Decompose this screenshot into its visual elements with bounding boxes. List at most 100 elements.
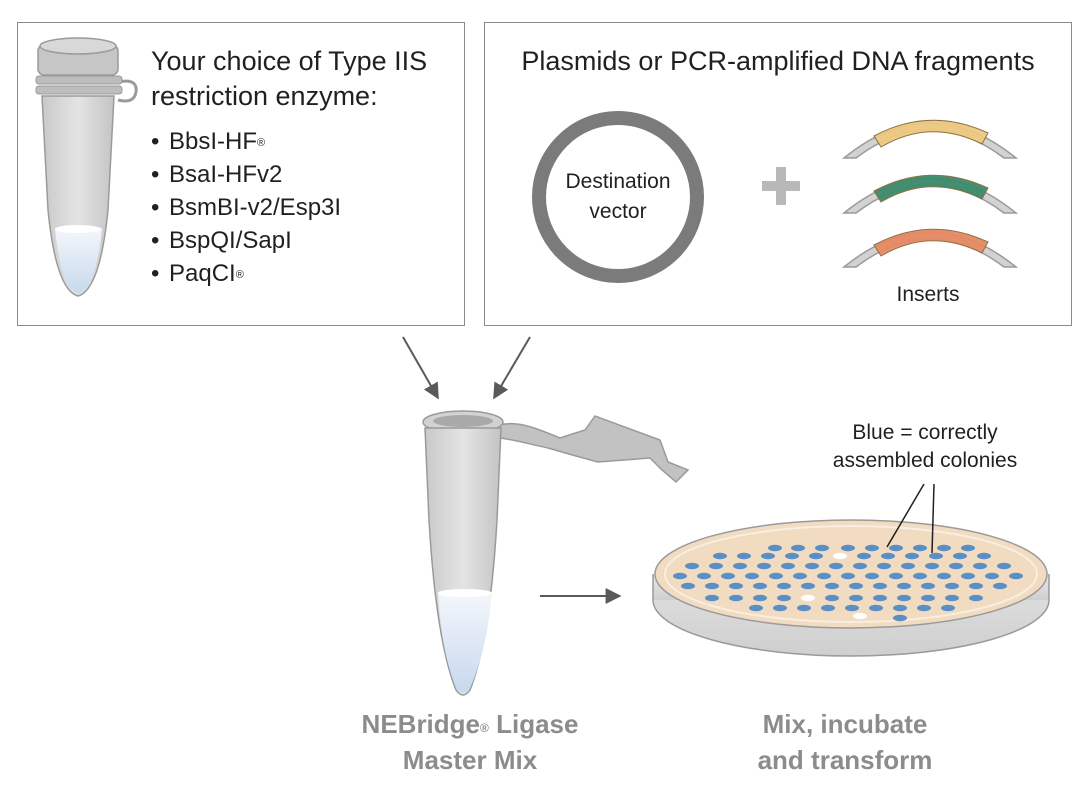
blue-colony bbox=[777, 594, 791, 602]
blue-colony bbox=[869, 604, 883, 612]
blue-colony bbox=[753, 594, 767, 602]
bullet-icon: • bbox=[151, 194, 160, 221]
insert-fragment bbox=[841, 174, 1019, 214]
vector-label: Destination vector bbox=[531, 167, 705, 227]
blue-colony bbox=[797, 604, 811, 612]
blue-colony bbox=[961, 572, 975, 580]
blue-colony bbox=[769, 572, 783, 580]
blue-colony bbox=[881, 552, 895, 560]
blue-colony bbox=[953, 552, 967, 560]
enzyme-item: • BbsI-HF® bbox=[151, 125, 341, 158]
registered-mark: ® bbox=[235, 269, 244, 281]
blue-colony bbox=[929, 552, 943, 560]
vector-label-line1: Destination bbox=[565, 170, 671, 193]
blue-colony bbox=[845, 604, 859, 612]
blue-colony bbox=[897, 594, 911, 602]
closed-tube-icon bbox=[35, 37, 138, 297]
dna-panel-title: Plasmids or PCR-amplified DNA fragments bbox=[521, 46, 1035, 76]
blue-colony bbox=[865, 544, 879, 552]
blue-colony bbox=[805, 562, 819, 570]
blue-colony bbox=[941, 604, 955, 612]
registered-mark: ® bbox=[257, 137, 266, 149]
colonies-legend-line2: assembled colonies bbox=[832, 449, 1018, 472]
white-colony bbox=[833, 552, 847, 560]
enzyme-panel-title: Your choice of Type IIS restriction enzy… bbox=[151, 44, 427, 114]
insert-fragments bbox=[841, 119, 1019, 268]
pointer-line-2 bbox=[931, 483, 935, 554]
blue-colony bbox=[757, 562, 771, 570]
blue-colony bbox=[921, 594, 935, 602]
blue-colony bbox=[945, 582, 959, 590]
blue-colony bbox=[821, 604, 835, 612]
blue-colony bbox=[925, 562, 939, 570]
insert-fragment bbox=[841, 119, 1019, 159]
blue-colony bbox=[785, 552, 799, 560]
blue-colony bbox=[917, 604, 931, 612]
destination-vector-ring bbox=[532, 111, 704, 283]
enzyme-item: •BsaI-HFv2 bbox=[151, 158, 341, 191]
blue-colony bbox=[793, 572, 807, 580]
blue-colony bbox=[945, 594, 959, 602]
blue-colony bbox=[841, 572, 855, 580]
blue-colony bbox=[949, 562, 963, 570]
blue-colony bbox=[857, 552, 871, 560]
blue-colony bbox=[977, 552, 991, 560]
blue-colony bbox=[825, 582, 839, 590]
blue-colony bbox=[673, 572, 687, 580]
blue-colony bbox=[901, 562, 915, 570]
blue-colony bbox=[681, 582, 695, 590]
blue-colony bbox=[777, 582, 791, 590]
ligase-caption-line1: NEBridge® Ligase bbox=[361, 709, 579, 739]
blue-colony bbox=[753, 582, 767, 590]
transform-caption-line2: and transform bbox=[757, 745, 933, 775]
enzyme-name: BspQI/SapI bbox=[169, 227, 292, 254]
blue-colony bbox=[873, 582, 887, 590]
inserts-label: Inserts bbox=[896, 283, 960, 306]
blue-colony bbox=[913, 572, 927, 580]
bullet-icon: • bbox=[151, 128, 160, 155]
vector-label-line2: vector bbox=[589, 200, 647, 223]
blue-colony bbox=[791, 544, 805, 552]
blue-colony bbox=[781, 562, 795, 570]
blue-colony bbox=[889, 572, 903, 580]
blue-colony bbox=[877, 562, 891, 570]
blue-colony bbox=[697, 572, 711, 580]
blue-colony bbox=[737, 552, 751, 560]
bullet-icon: • bbox=[151, 227, 160, 254]
blue-colony bbox=[815, 544, 829, 552]
blue-colony bbox=[829, 562, 843, 570]
blue-colony bbox=[705, 582, 719, 590]
enzyme-name: PaqCI bbox=[169, 260, 236, 287]
enzyme-name: BsmBI-v2/Esp3I bbox=[169, 194, 342, 221]
blue-colony bbox=[969, 582, 983, 590]
blue-colony bbox=[997, 562, 1011, 570]
white-colony bbox=[853, 612, 867, 620]
enzyme-name: BbsI-HF bbox=[169, 128, 258, 155]
blue-colony bbox=[773, 604, 787, 612]
blue-colony bbox=[729, 582, 743, 590]
blue-colony bbox=[709, 562, 723, 570]
bullet-icon: • bbox=[151, 161, 160, 188]
enzyme-item: • BsmBI-v2/Esp3I bbox=[151, 191, 341, 224]
blue-colony bbox=[893, 614, 907, 622]
enzyme-item: •PaqCI® bbox=[151, 257, 341, 290]
blue-colony bbox=[1009, 572, 1023, 580]
blue-colony bbox=[889, 544, 903, 552]
blue-colony bbox=[809, 552, 823, 560]
blue-colony bbox=[853, 562, 867, 570]
blue-colony bbox=[768, 544, 782, 552]
blue-colony bbox=[921, 582, 935, 590]
enzyme-list: •BbsI-HF®•BsaI-HFv2•BsmBI-v2/Esp3I•BspQI… bbox=[151, 125, 341, 290]
white-colony bbox=[801, 594, 815, 602]
blue-colony bbox=[969, 594, 983, 602]
blue-colony bbox=[961, 544, 975, 552]
ligase-caption: NEBridge® Ligase Master Mix bbox=[330, 706, 610, 778]
arrow-from-enzyme bbox=[402, 336, 439, 400]
blue-colony bbox=[897, 582, 911, 590]
plus-icon bbox=[762, 167, 800, 205]
blue-colony bbox=[729, 594, 743, 602]
blue-colony bbox=[685, 562, 699, 570]
blue-colony bbox=[993, 582, 1007, 590]
blue-colony bbox=[937, 544, 951, 552]
